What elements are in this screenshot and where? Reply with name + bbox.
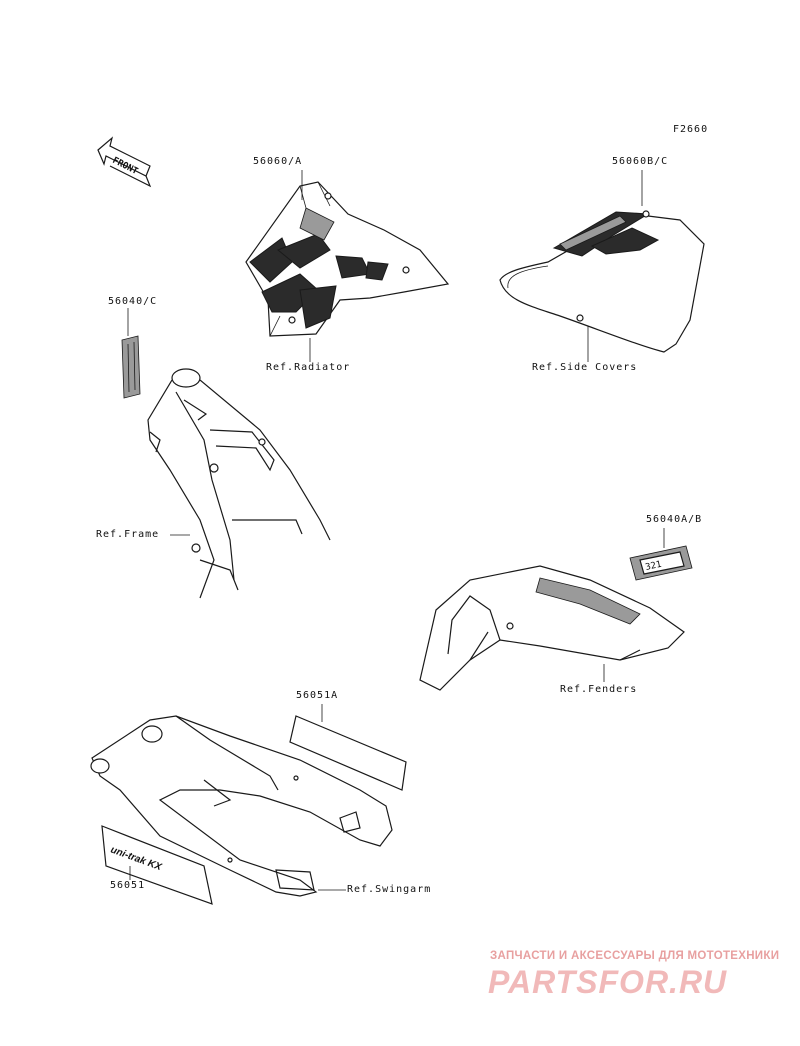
- fender-decal-text: 321: [645, 560, 663, 573]
- diagram-code: F2660: [673, 124, 709, 135]
- part-number-56060-a: 56060/A: [253, 156, 303, 167]
- ref-fenders-label: Ref.Fenders: [560, 684, 638, 695]
- part-number-56051: 56051: [110, 880, 146, 891]
- part-number-56051a: 56051A: [296, 690, 339, 701]
- fender-decal-plate-drawing: 321: [629, 545, 693, 581]
- ref-swingarm-label: Ref.Swingarm: [347, 884, 432, 895]
- watermark-tagline: ЗАПЧАСТИ И АКСЕССУАРЫ ДЛЯ МОТОТЕХНИКИ: [490, 950, 780, 962]
- part-number-56040a-b: 56040A/B: [646, 514, 703, 525]
- rear-fender-drawing: [419, 565, 685, 691]
- watermark-logo: PARTSFOR.RU: [488, 964, 728, 1000]
- part-number-56060b-c: 56060B/C: [612, 156, 669, 167]
- swingarm-side-decal-drawing: uni-trak KX: [101, 825, 213, 905]
- frame-decal-strip-drawing: [121, 335, 141, 399]
- swingarm-strip-decal-drawing: [289, 715, 407, 791]
- front-arrow-icon: FRONT: [97, 136, 152, 188]
- ref-side-covers-label: Ref.Side Covers: [532, 362, 638, 373]
- radiator-shroud-decal-drawing: [245, 181, 450, 337]
- ref-radiator-label: Ref.Radiator: [266, 362, 351, 373]
- ref-frame-label: Ref.Frame: [96, 529, 160, 540]
- frame-drawing: [147, 368, 331, 599]
- side-cover-decal-drawing: [499, 210, 705, 353]
- swingarm-drawing: [90, 715, 393, 897]
- part-number-56040-c: 56040/C: [108, 296, 158, 307]
